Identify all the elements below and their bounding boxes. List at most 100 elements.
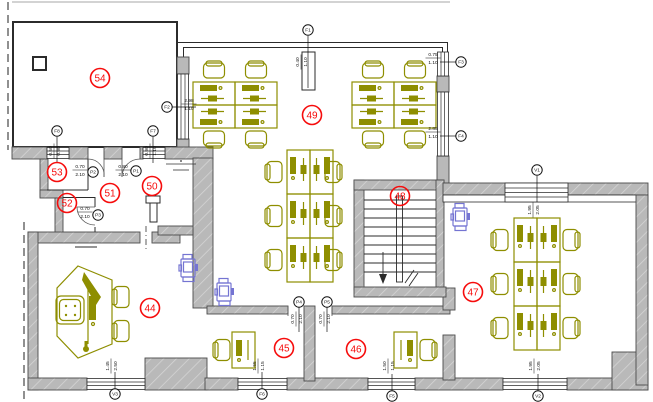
room-label-53: 53	[46, 161, 68, 183]
opening-marker-f1: F1	[302, 24, 314, 36]
svg-text:2.10: 2.10	[298, 314, 304, 324]
guest-chair	[111, 285, 130, 309]
svg-text:0.80: 0.80	[118, 164, 128, 170]
opening-marker-v2: V2	[532, 390, 544, 402]
svg-text:0.90: 0.90	[56, 146, 62, 156]
stair-break-mark	[404, 269, 415, 284]
svg-text:2.10: 2.10	[75, 172, 85, 178]
staircase	[364, 195, 436, 287]
svg-text:2.10: 2.10	[80, 214, 90, 220]
svg-text:0.70: 0.70	[75, 164, 85, 170]
svg-text:1.10: 1.10	[152, 146, 158, 156]
dimension-labels: 2.981.100.751.102.851.100.702.100.802.10…	[48, 52, 542, 374]
svg-text:1.55: 1.55	[252, 361, 258, 371]
svg-text:F4: F4	[458, 134, 464, 140]
svg-text:2.10: 2.10	[118, 172, 128, 178]
room-label-52: 52	[56, 192, 78, 214]
opening-marker-f2: F2	[161, 101, 173, 113]
svg-text:1.50: 1.50	[382, 361, 388, 371]
svg-text:V3: V3	[112, 392, 118, 398]
level-mark	[166, 160, 196, 171]
svg-text:F3: F3	[458, 60, 464, 66]
svg-text:P3: P3	[95, 213, 101, 219]
svg-text:53: 53	[51, 168, 63, 179]
svg-text:50: 50	[146, 182, 158, 193]
stair-arrow-head	[379, 274, 387, 284]
window-f8	[46, 147, 70, 159]
window-v2	[502, 378, 568, 390]
printer-icon	[450, 202, 471, 232]
svg-text:0.90: 0.90	[144, 146, 150, 156]
window-f3	[437, 51, 449, 77]
svg-text:P4: P4	[296, 300, 302, 306]
window-v3	[86, 378, 146, 390]
svg-text:1.15: 1.15	[390, 361, 396, 371]
svg-text:1.10: 1.10	[428, 134, 438, 140]
opening-marker-p5: P5	[321, 296, 333, 308]
svg-text:1.10: 1.10	[184, 106, 194, 112]
svg-text:2.98: 2.98	[184, 98, 194, 104]
svg-text:F5: F5	[389, 394, 395, 400]
room-label-44: 44	[139, 297, 161, 319]
desk-accessory	[82, 272, 101, 305]
svg-text:F1: F1	[305, 28, 311, 34]
stair-stringer	[396, 195, 403, 283]
desk-cluster-49-right	[351, 60, 437, 149]
dimension-label: 0.70 2.10	[72, 164, 88, 178]
opening-marker-v3: V3	[109, 388, 121, 400]
masonry-walls	[11, 146, 649, 391]
desk-cluster-47	[490, 217, 581, 351]
dimension-label: 0.80 2.10	[115, 164, 131, 178]
svg-text:49: 49	[306, 111, 318, 122]
svg-text:0.75: 0.75	[428, 52, 438, 58]
svg-text:2.85: 2.85	[428, 126, 438, 132]
opening-marker-f7: F7	[147, 125, 159, 137]
opening-marker-f4: F4	[455, 130, 467, 142]
windows	[46, 147, 568, 390]
svg-text:P2: P2	[90, 170, 96, 176]
window-f5	[367, 378, 416, 390]
window-f4	[437, 91, 449, 157]
boundary-lines	[7, 1, 450, 400]
opening-marker-p2: P2	[87, 166, 99, 178]
svg-text:46: 46	[350, 345, 362, 356]
window-f7	[142, 147, 166, 159]
opening-marker-p4: P4	[293, 296, 305, 308]
dimension-label: 2.85 1.10	[425, 126, 441, 140]
opening-marker-f3: F3	[455, 56, 467, 68]
svg-text:2.50: 2.50	[113, 361, 119, 371]
svg-text:2.05: 2.05	[535, 205, 541, 215]
svg-text:F8: F8	[54, 129, 60, 135]
executive-chair	[55, 295, 85, 325]
pilaster	[436, 155, 450, 184]
desk-cluster-49-left	[192, 60, 278, 149]
desk-room-45	[212, 331, 256, 369]
opening-marker-p1: P1	[130, 165, 142, 177]
pilaster	[436, 75, 450, 93]
opening-marker-v1: V1	[531, 164, 543, 176]
svg-text:1.15: 1.15	[260, 361, 266, 371]
room-label-48: 48	[389, 185, 411, 207]
svg-text:1.45: 1.45	[105, 361, 111, 371]
room-label-49: 49	[301, 104, 323, 126]
room-label-50: 50	[141, 175, 163, 197]
svg-text:48: 48	[394, 192, 406, 203]
room-label-46: 46	[345, 338, 367, 360]
svg-text:2.05: 2.05	[536, 361, 542, 371]
dimension-label: 0.702.10	[77, 206, 93, 220]
pilaster	[176, 56, 190, 75]
svg-text:1.95: 1.95	[527, 205, 533, 215]
dimension-label: 2.98 1.10	[181, 98, 197, 112]
svg-text:F2: F2	[164, 105, 170, 111]
